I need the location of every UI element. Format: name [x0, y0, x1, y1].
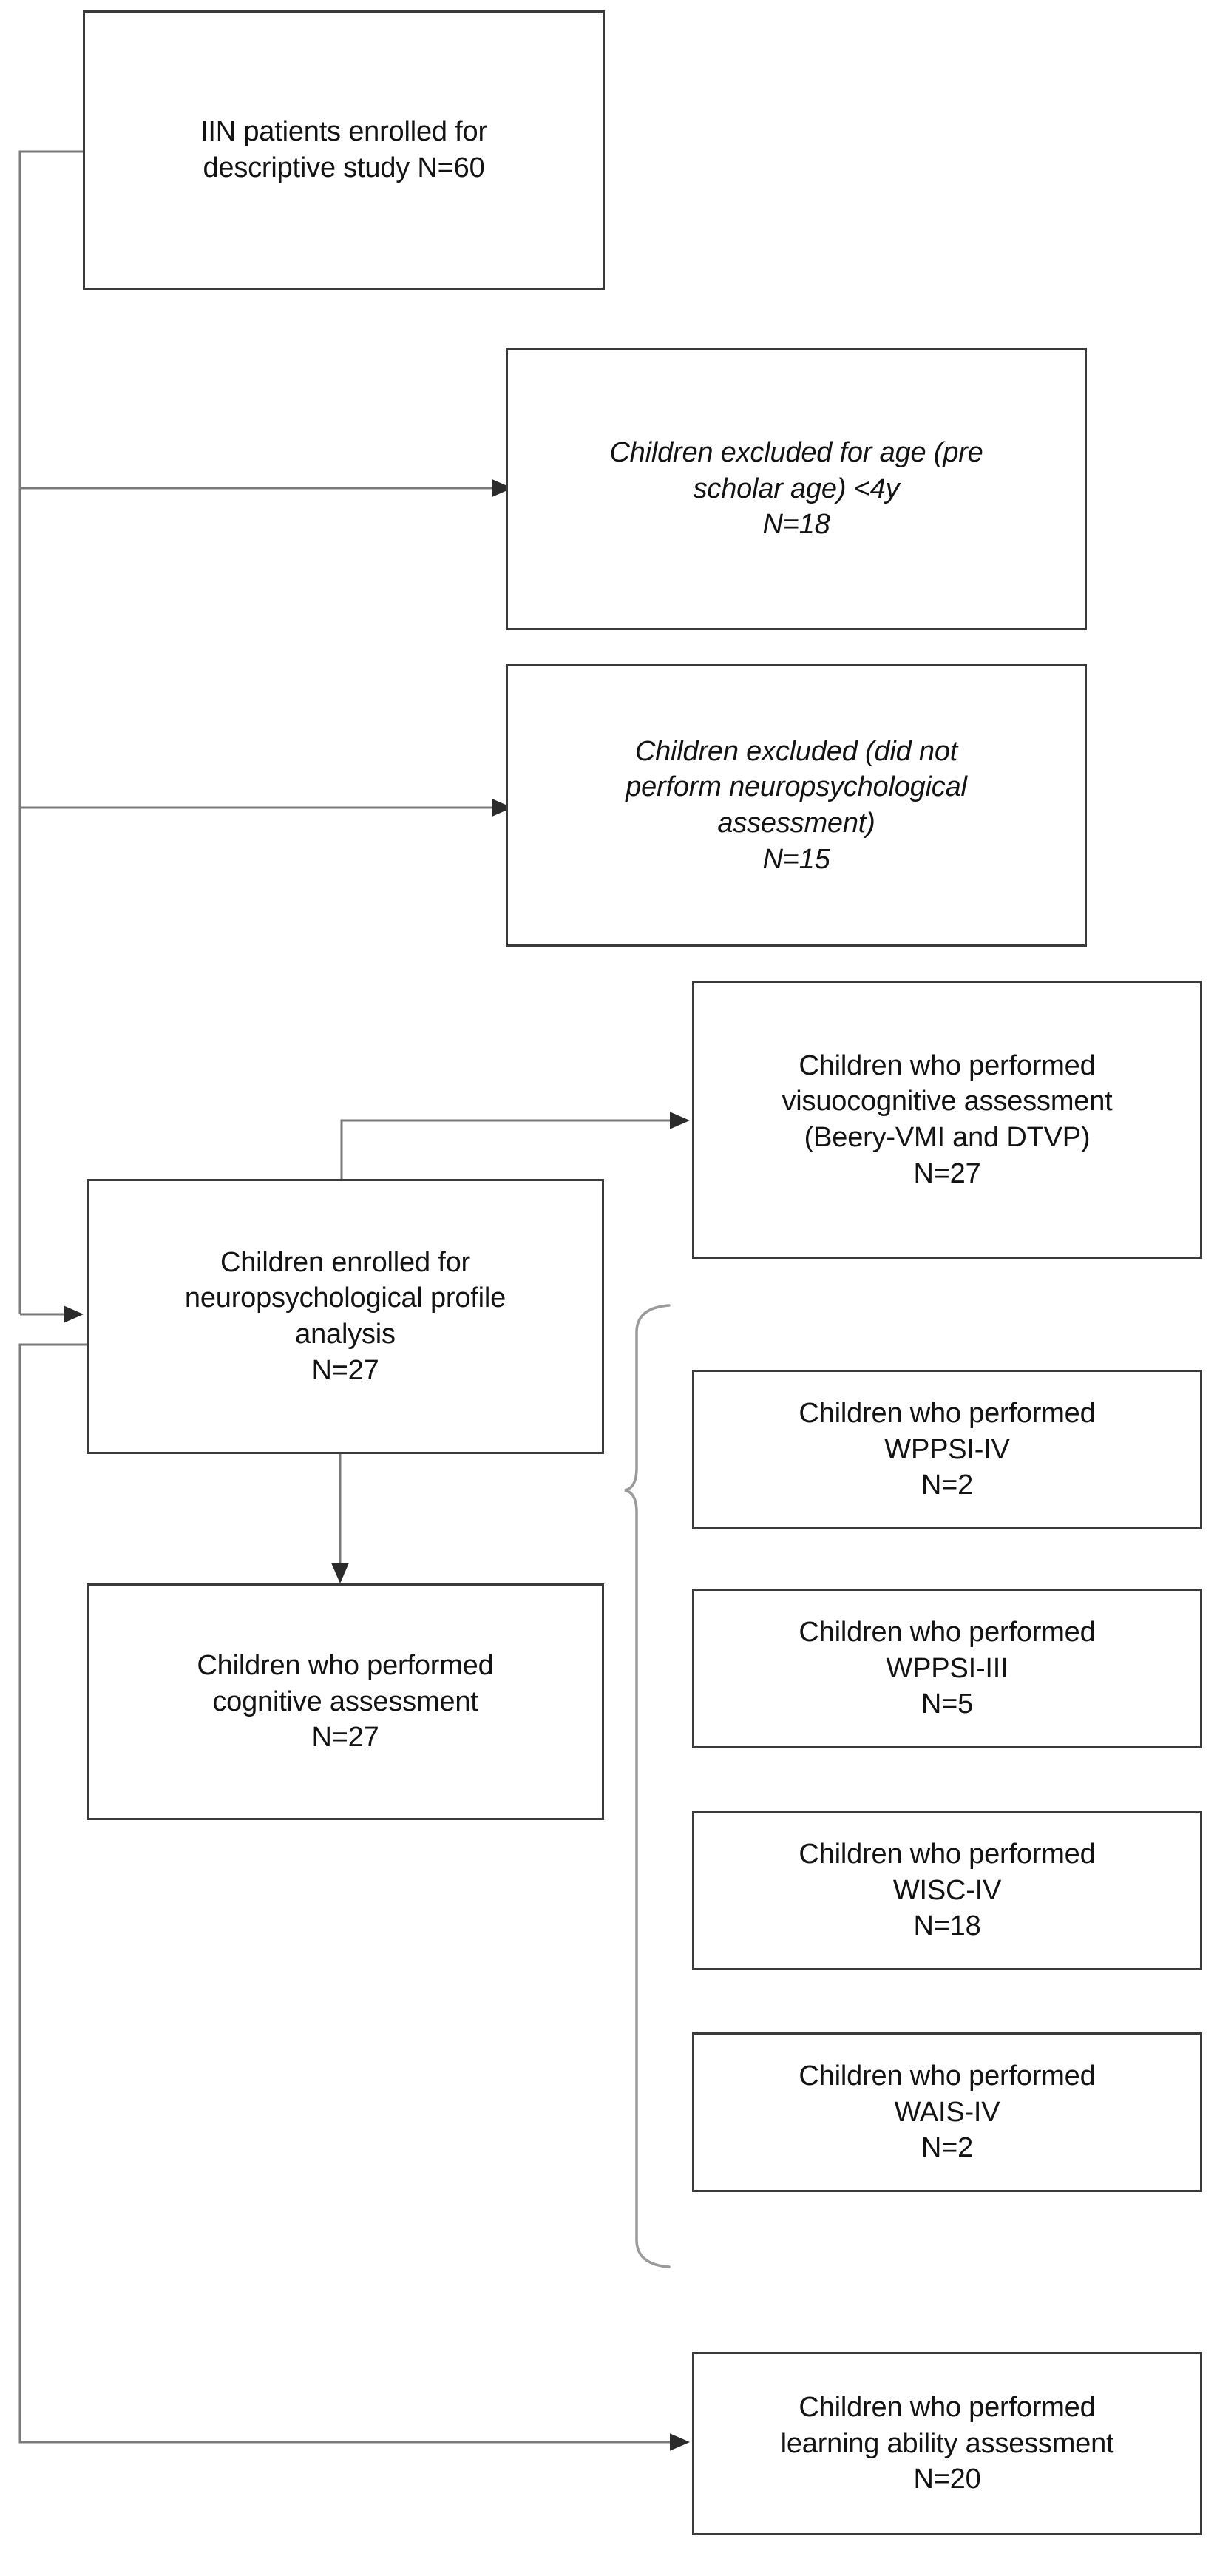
node-cognitive[interactable]: Children who performed cognitive assessm… — [87, 1583, 604, 1820]
node-excluded-no-assessment-label: Children excluded (did not perform neuro… — [626, 735, 967, 875]
node-wais-iv[interactable]: Children who performed WAIS-IV N=2 — [692, 2032, 1202, 2192]
node-cognitive-label: Children who performed cognitive assessm… — [197, 1650, 494, 1754]
node-wppsi-iv[interactable]: Children who performed WPPSI-IV N=2 — [692, 1370, 1202, 1529]
node-wppsi-iv-label: Children who performed WPPSI-IV N=2 — [799, 1398, 1096, 1501]
edge-profile-to-visuocognitive — [340, 1112, 690, 1180]
node-enrolled[interactable]: IIN patients enrolled for descriptive st… — [83, 10, 605, 290]
node-excluded-no-assessment[interactable]: Children excluded (did not perform neuro… — [506, 664, 1087, 947]
node-visuocognitive-label: Children who performed visuocognitive as… — [782, 1049, 1113, 1189]
node-profile-label: Children enrolled for neuropsychological… — [184, 1246, 506, 1386]
node-wppsi-iii[interactable]: Children who performed WPPSI-III N=5 — [692, 1589, 1202, 1748]
node-wisc-iv[interactable]: Children who performed WISC-IV N=18 — [692, 1811, 1202, 1970]
brace-cognitive-subtests — [624, 1304, 671, 2268]
node-learning[interactable]: Children who performed learning ability … — [692, 2352, 1202, 2535]
node-wppsi-iii-label: Children who performed WPPSI-III N=5 — [799, 1617, 1096, 1720]
node-excluded-age[interactable]: Children excluded for age (pre scholar a… — [506, 348, 1087, 630]
node-wisc-iv-label: Children who performed WISC-IV N=18 — [799, 1839, 1096, 1942]
edge-profile-to-learning — [18, 1343, 690, 2451]
node-profile[interactable]: Children enrolled for neuropsychological… — [87, 1179, 604, 1454]
node-visuocognitive[interactable]: Children who performed visuocognitive as… — [692, 981, 1202, 1259]
edge-enrolled-to-branches — [18, 150, 512, 1323]
node-excluded-age-label: Children excluded for age (pre scholar a… — [609, 437, 983, 541]
node-wais-iv-label: Children who performed WAIS-IV N=2 — [799, 2061, 1096, 2164]
node-learning-label: Children who performed learning ability … — [780, 2392, 1114, 2495]
node-enrolled-label: IIN patients enrolled for descriptive st… — [200, 116, 487, 183]
